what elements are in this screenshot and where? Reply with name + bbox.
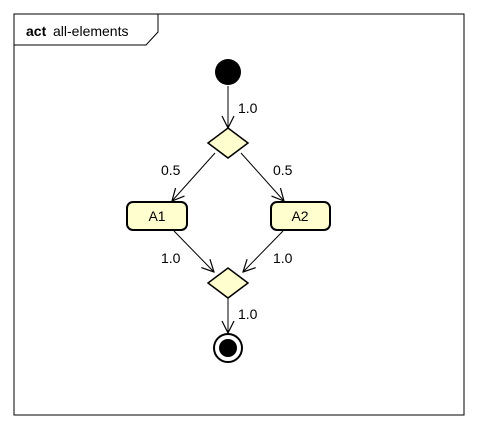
action-a1-label: A1 — [148, 208, 165, 224]
edge-label-a2-to-merge: 1.0 — [273, 250, 293, 266]
edge-label-decision-to-a1: 0.5 — [161, 162, 181, 178]
edge-label-initial-to-decision: 1.0 — [238, 100, 258, 116]
frame-name-tab — [14, 14, 159, 46]
edge-decision-to-a2 — [240, 152, 284, 201]
frame-name: all-elements — [53, 23, 128, 39]
action-a1 — [126, 201, 188, 231]
edge-a1-to-merge — [173, 230, 214, 272]
edge-label-merge-to-final: 1.0 — [238, 306, 258, 322]
edge-label-decision-to-a2: 0.5 — [273, 162, 293, 178]
edge-label-a1-to-merge: 1.0 — [161, 250, 181, 266]
action-a2 — [270, 201, 331, 231]
decision-node — [206, 127, 250, 159]
initial-node — [215, 59, 241, 85]
edge-decision-to-a1 — [172, 152, 216, 201]
edge-a2-to-merge — [243, 230, 284, 272]
final-node-inner — [219, 339, 237, 357]
frame-keyword: act — [26, 23, 47, 39]
action-a2-label: A2 — [291, 208, 308, 224]
